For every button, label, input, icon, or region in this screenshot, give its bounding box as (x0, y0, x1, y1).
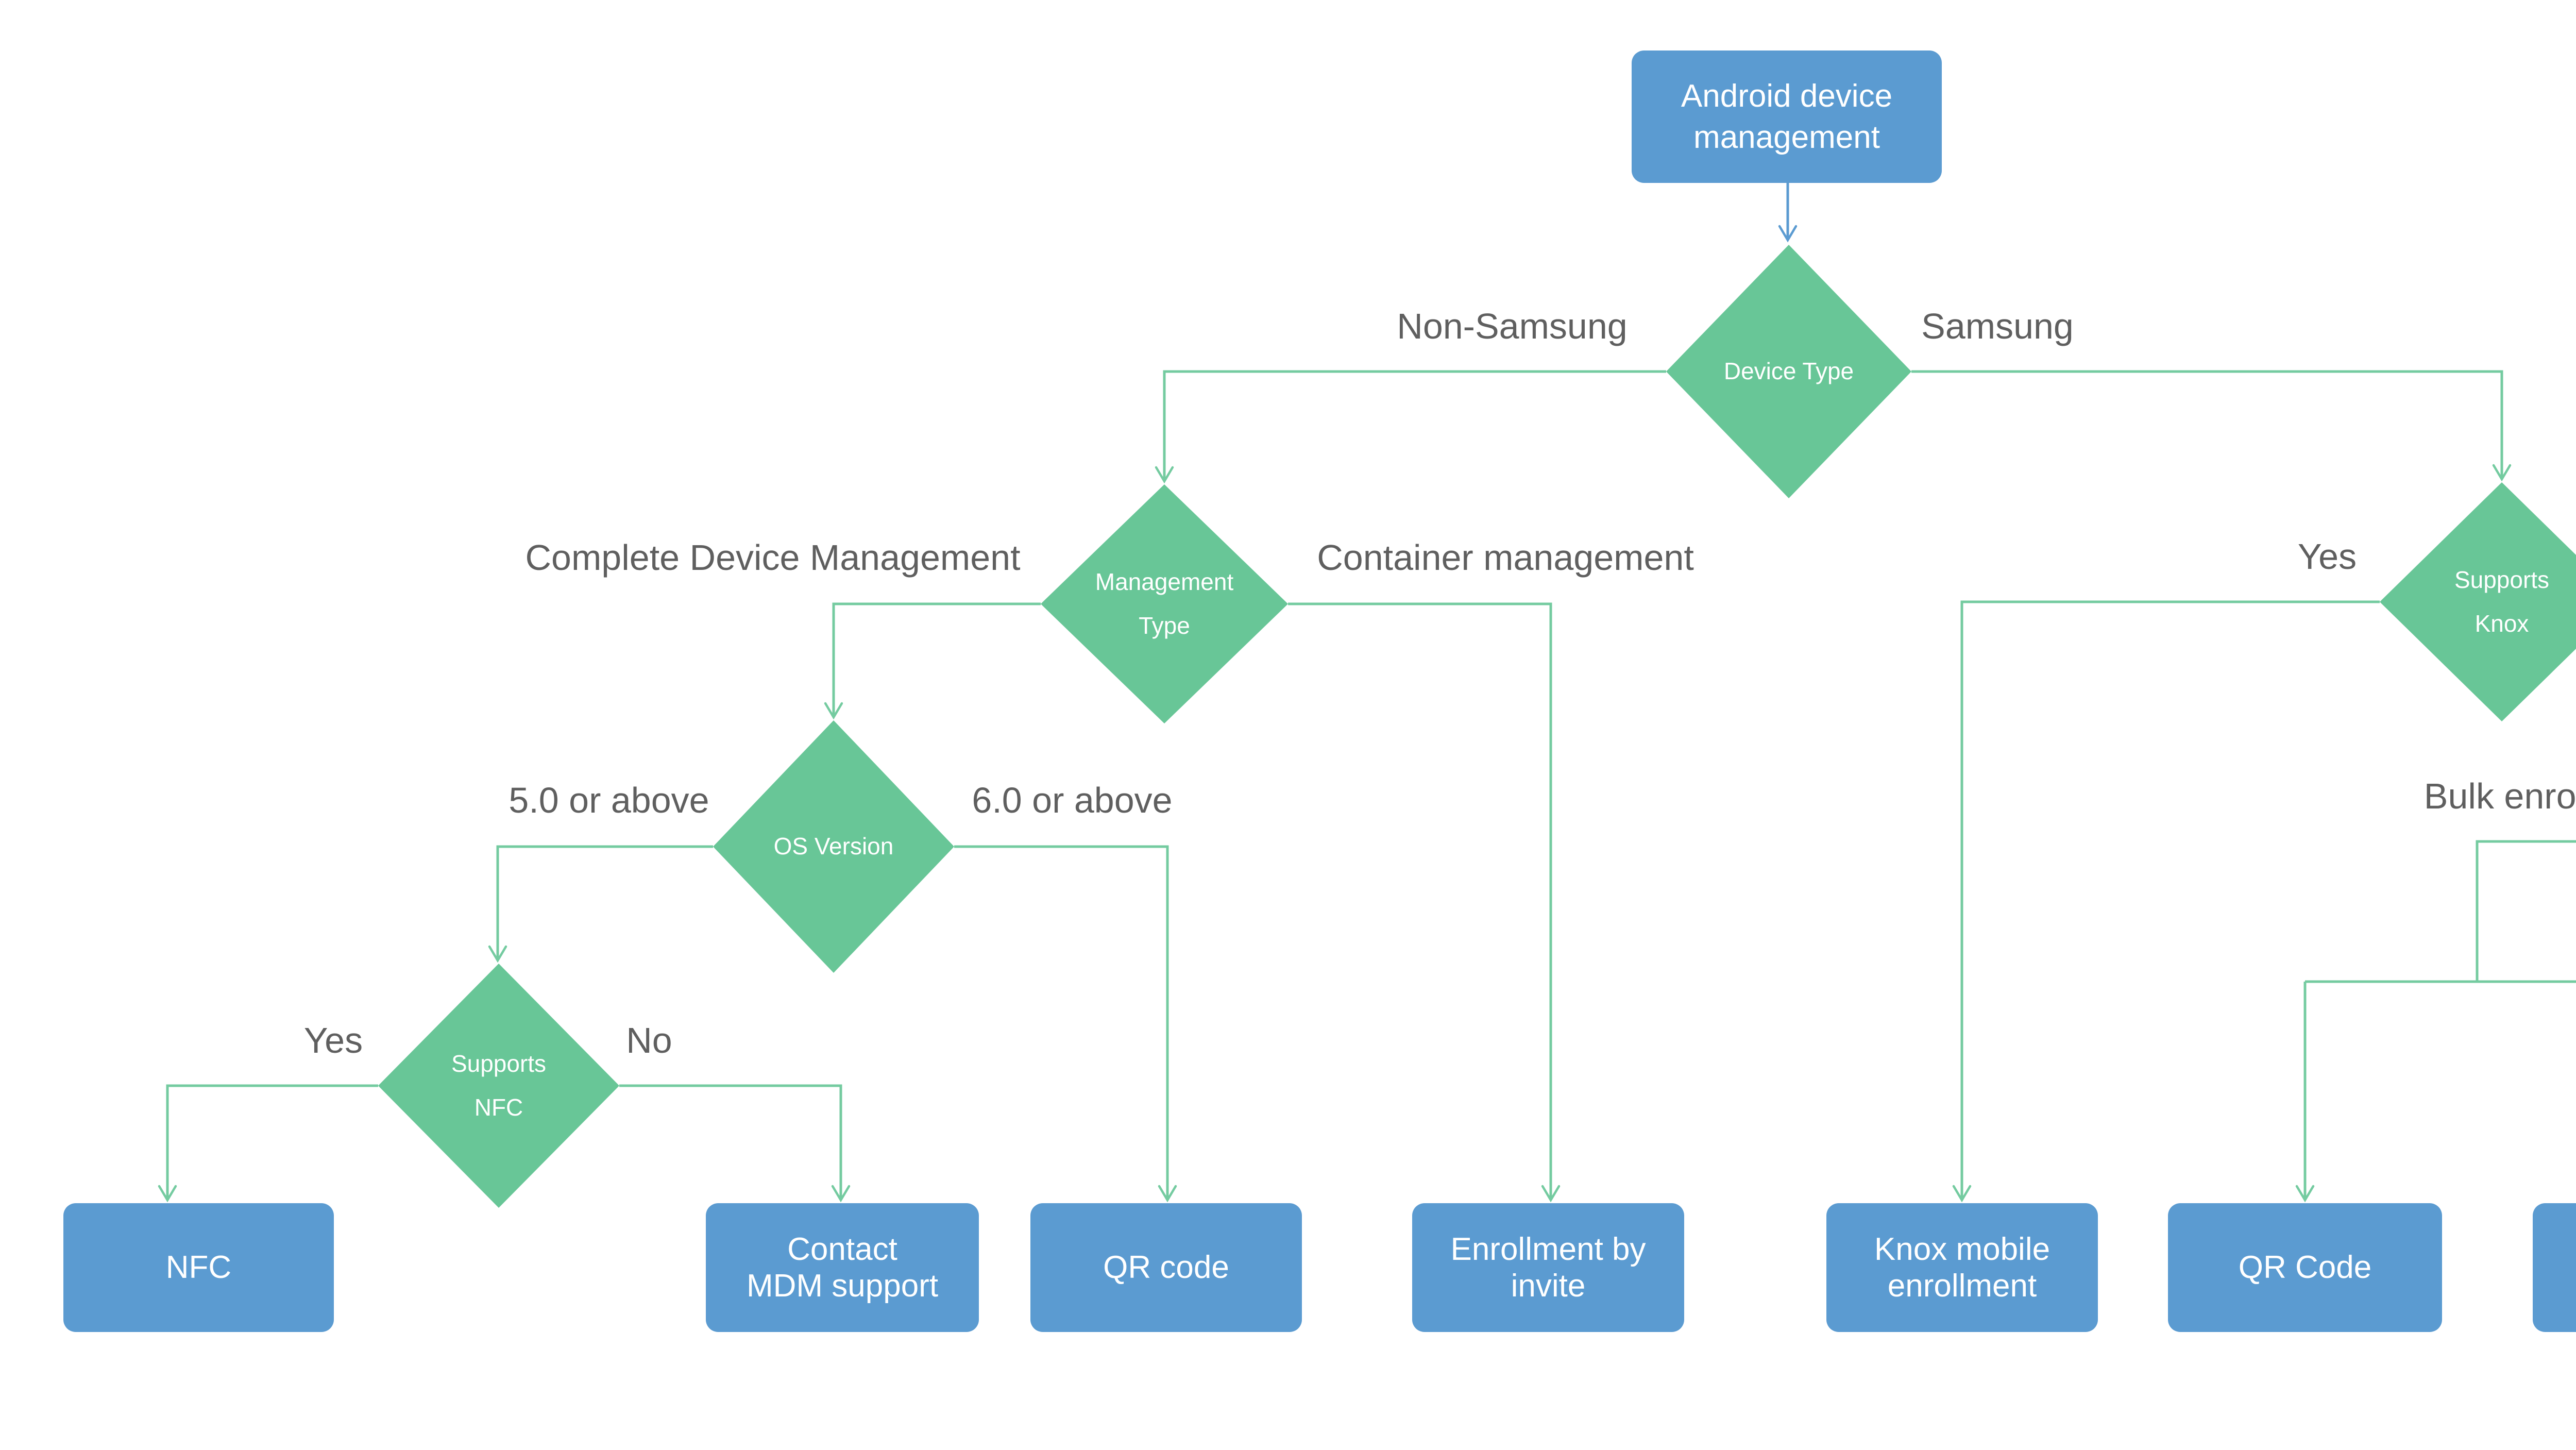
edge-management-type-to-os-version (824, 602, 1041, 720)
edge-supports-knox-to-knox-mobile (1952, 600, 2380, 1203)
edge-label-yes-knox: Yes (2297, 536, 2357, 577)
edge-device-type-to-management-type (1155, 370, 1666, 484)
edge-label-non-samsung: Non-Samsung (1397, 306, 1628, 346)
edge-label-complete-device-management: Complete Device Management (525, 537, 1021, 578)
edge-supports-nfc-to-contact-mdm (619, 1084, 851, 1203)
edge-label-yes-nfc: Yes (303, 1020, 363, 1060)
node-qr-code-right-label: QR Code (2238, 1250, 2372, 1286)
node-nfc-left-label: NFC (165, 1250, 232, 1286)
node-contact-mdm-support: Contact MDM support (706, 1203, 979, 1332)
node-enrollment-invite-left-label: Enrollment by invite (1450, 1231, 1646, 1304)
edge-os-version-to-qr-code-left (954, 845, 1177, 1203)
node-start: Android device management (1632, 50, 1942, 183)
node-qr-code-left: QR code (1030, 1203, 1302, 1332)
edge-label-container-management: Container management (1317, 537, 1694, 578)
node-supports-knox-label: Supports Knox (2454, 566, 2550, 637)
edge-supports-nfc-to-nfc-left (158, 1084, 378, 1203)
edge-os-version-to-supports-nfc (488, 845, 713, 963)
node-start-label: Android device management (1681, 78, 1893, 155)
node-qr-code-right: QR Code (2168, 1203, 2442, 1332)
edge-label-os-50: 5.0 or above (509, 780, 709, 820)
edge-enrollment-type-bulk-stem (2476, 840, 2576, 982)
node-device-type-label: Device Type (1723, 358, 1854, 385)
edge-device-type-to-supports-knox (1911, 370, 2512, 482)
node-enrollment-invite-left: Enrollment by invite (1412, 1203, 1684, 1332)
node-nfc-left: NFC (63, 1203, 334, 1332)
node-management-type-label: Management Type (1095, 568, 1234, 639)
edge-label-bulk-enrollment: Bulk enrollment (2424, 776, 2576, 816)
edge-management-type-to-enrollment-invite-left (1288, 602, 1561, 1203)
edge-label-os-60: 6.0 or above (972, 780, 1173, 820)
node-qr-code-left-label: QR code (1103, 1250, 1229, 1286)
edge-label-samsung: Samsung (1921, 306, 2074, 346)
node-supports-nfc-label: Supports NFC (451, 1050, 547, 1121)
node-knox-mobile-enrollment-label: Knox mobile enrollment (1874, 1231, 2050, 1304)
node-nfc-right: NFC (2533, 1203, 2576, 1332)
node-os-version-label: OS Version (773, 833, 894, 860)
node-contact-mdm-support-label: Contact MDM support (746, 1231, 939, 1304)
edge-label-no-nfc: No (626, 1020, 672, 1060)
node-knox-mobile-enrollment: Knox mobile enrollment (1826, 1203, 2098, 1332)
